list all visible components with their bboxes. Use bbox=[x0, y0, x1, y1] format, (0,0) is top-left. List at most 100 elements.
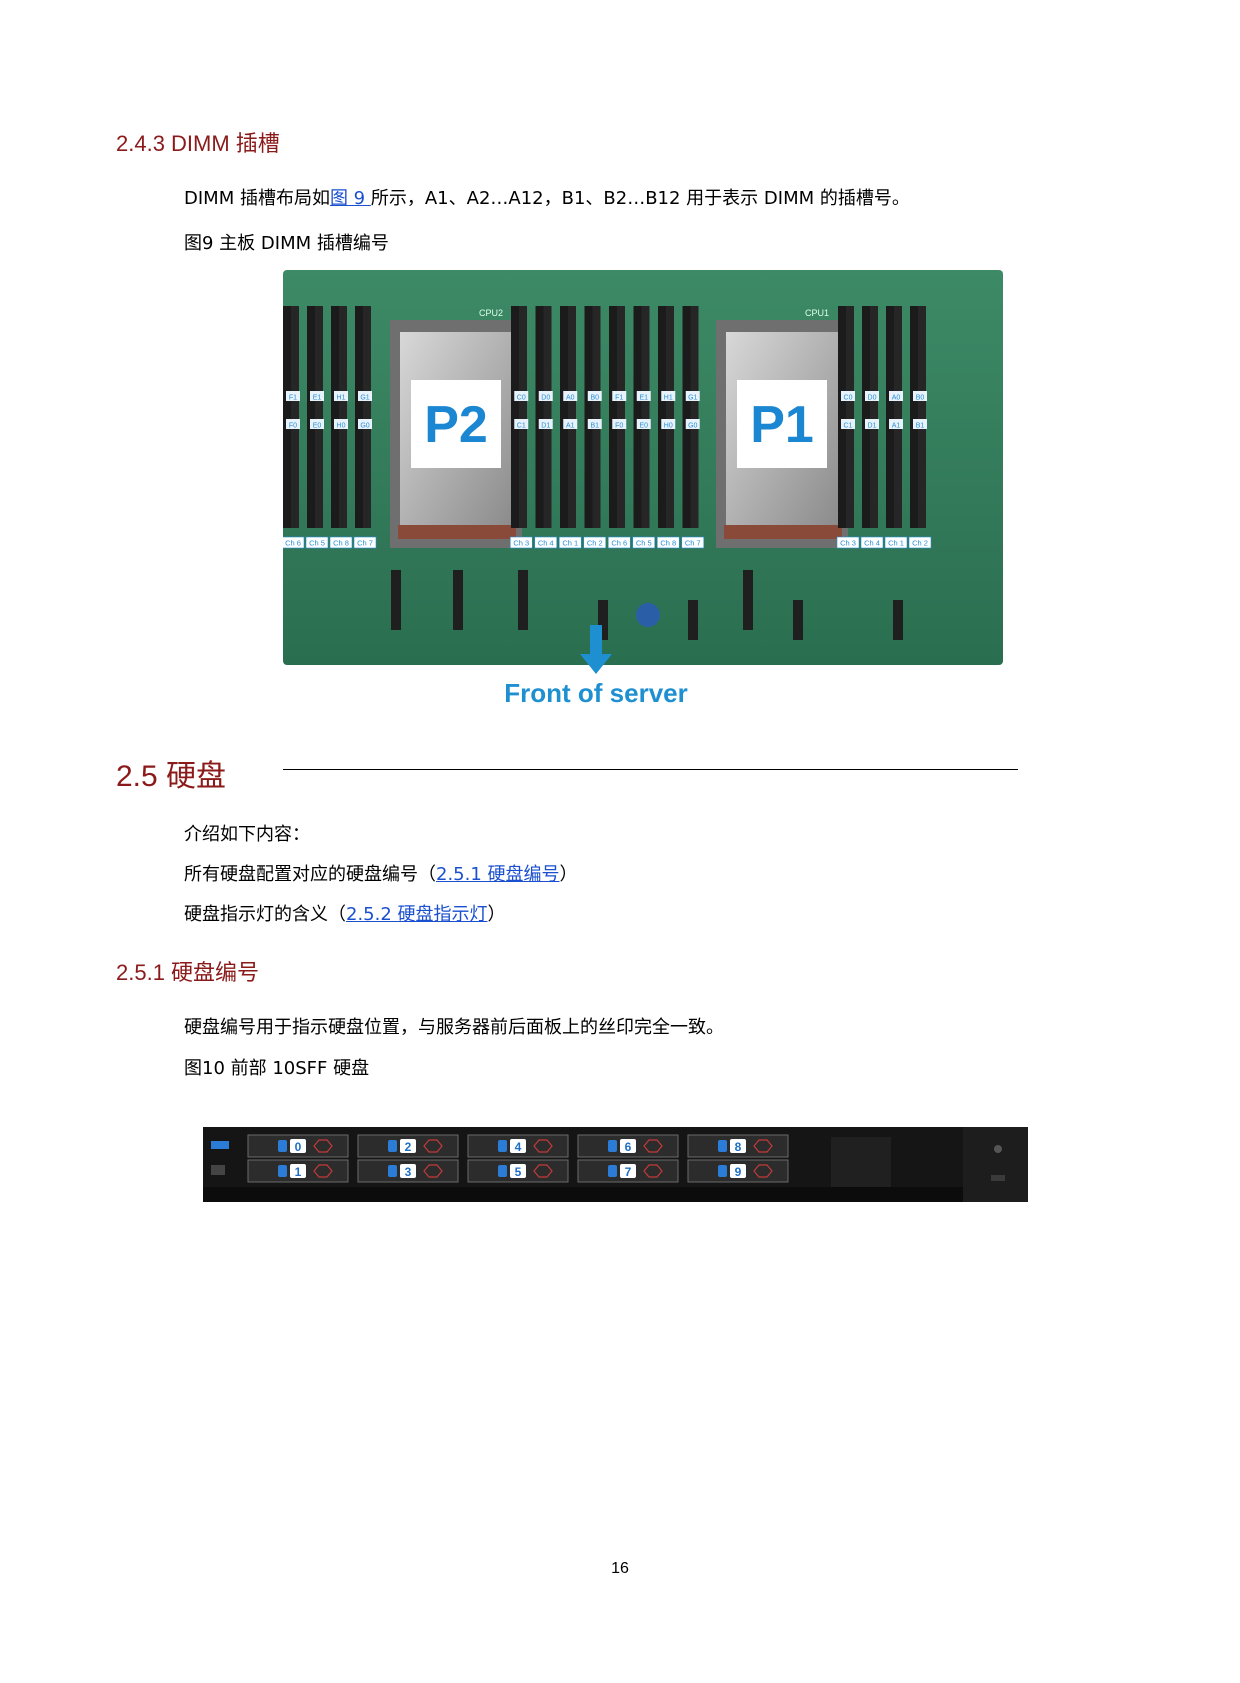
channel-label-left-1: Ch 5 bbox=[309, 539, 325, 548]
channel-label-mid-3: Ch 2 bbox=[587, 539, 603, 548]
front-arrow-icon bbox=[580, 654, 612, 674]
slot-label-box bbox=[661, 419, 676, 429]
list-item-1-pre: 所有硬盘配置对应的硬盘编号（ bbox=[184, 864, 436, 885]
drive-number-box bbox=[510, 1139, 526, 1153]
drive-icon bbox=[718, 1165, 727, 1177]
dimm-slot bbox=[543, 306, 552, 528]
slot-label-left-top-1: E1 bbox=[313, 395, 322, 402]
drive-numbering-paragraph: 硬盘编号用于指示硬盘位置，与服务器前后面板上的丝印完全一致。 bbox=[184, 1017, 724, 1038]
dimm-paragraph: DIMM 插槽布局如图 9 所示，A1、A2…A12，B1、B2…B12 用于表… bbox=[184, 184, 910, 210]
channel-label-right-3: Ch 2 bbox=[912, 539, 928, 548]
figure-9-caption: 图9 主板 DIMM 插槽编号 bbox=[184, 233, 389, 254]
drive-latch-icon bbox=[313, 1139, 333, 1153]
section-heading-2-5: 2.5 硬盘 bbox=[116, 760, 227, 793]
slot-label-mid-bot-3: B1 bbox=[590, 423, 599, 430]
cpu-p1-label: P1 bbox=[750, 396, 814, 454]
drive-latch-icon bbox=[643, 1164, 663, 1178]
drive-icon bbox=[498, 1165, 507, 1177]
slot-label-box bbox=[286, 391, 300, 401]
drive-latch-icon bbox=[313, 1164, 333, 1178]
drive-icon bbox=[278, 1165, 287, 1177]
slot-label-box bbox=[685, 391, 700, 401]
drive-icon bbox=[278, 1140, 287, 1152]
section-heading-2-5-1: 2.5.1 硬盘编号 bbox=[116, 960, 260, 985]
channel-label-right-1: Ch 4 bbox=[864, 539, 880, 548]
cpu-socket-p2: P2 CPU2 bbox=[390, 308, 522, 548]
drive-number-bottom-4: 9 bbox=[735, 1165, 742, 1179]
figure-9-link[interactable]: 图 9 bbox=[329, 188, 371, 209]
dimm-paragraph-post: 所示，A1、A2…A12，B1、B2…B12 用于表示 DIMM 的插槽号。 bbox=[370, 188, 910, 209]
drive-icon bbox=[608, 1165, 617, 1177]
front-of-server-label: Front of server bbox=[504, 678, 688, 708]
channel-label-right-0: Ch 3 bbox=[840, 539, 856, 548]
drive-icon bbox=[608, 1140, 617, 1152]
channel-label-box bbox=[836, 536, 860, 549]
link-2-5-2[interactable]: 2.5.2 硬盘指示灯 bbox=[346, 904, 488, 925]
dimm-slot bbox=[862, 306, 870, 528]
drive-icon bbox=[498, 1140, 507, 1152]
slot-label-right-top-2: A0 bbox=[892, 395, 901, 402]
slot-label-box bbox=[563, 419, 578, 429]
page-number: 16 bbox=[611, 1560, 629, 1577]
slot-label-right-top-1: D0 bbox=[868, 395, 877, 402]
dimm-slot bbox=[363, 306, 371, 528]
dimm-paragraph-pre: DIMM 插槽布局如 bbox=[184, 188, 330, 209]
dimm-slot bbox=[315, 306, 323, 528]
channel-label-box bbox=[353, 536, 377, 549]
drive-number-box bbox=[730, 1164, 746, 1178]
dimm-slot bbox=[633, 306, 642, 528]
dimm-slot bbox=[331, 306, 339, 528]
list-item-drive-leds: 硬盘指示灯的含义（2.5.2 硬盘指示灯） bbox=[184, 900, 506, 926]
slot-label-mid-top-0: C0 bbox=[517, 395, 526, 402]
slot-label-mid-bot-5: E0 bbox=[639, 423, 648, 430]
drive-number-box bbox=[290, 1164, 306, 1178]
channel-label-box bbox=[681, 536, 705, 549]
link-2-5-1[interactable]: 2.5.1 硬盘编号 bbox=[436, 864, 560, 885]
drive-number-box bbox=[510, 1164, 526, 1178]
channel-label-left-0: Ch 6 bbox=[285, 539, 301, 548]
channel-label-box bbox=[305, 536, 329, 549]
slot-label-mid-bot-0: C1 bbox=[517, 423, 526, 430]
intro-text: 介绍如下内容： bbox=[184, 824, 310, 845]
dimm-slot bbox=[291, 306, 299, 528]
list-item-1-post: ） bbox=[559, 864, 578, 885]
front-arrow-shaft bbox=[590, 625, 602, 655]
slot-label-mid-bot-6: H0 bbox=[664, 423, 673, 430]
slot-label-left-bot-2: H0 bbox=[337, 423, 346, 430]
slot-label-box bbox=[865, 419, 879, 429]
dimm-slot bbox=[641, 306, 650, 528]
channel-label-box bbox=[632, 536, 656, 549]
dimm-slot bbox=[690, 306, 699, 528]
channel-label-mid-7: Ch 7 bbox=[685, 539, 701, 548]
slot-label-box bbox=[334, 419, 348, 429]
channel-label-box bbox=[329, 536, 353, 549]
dimm-slot bbox=[535, 306, 544, 528]
channel-label-mid-1: Ch 4 bbox=[538, 539, 554, 548]
dimm-slot bbox=[592, 306, 601, 528]
channel-label-right-2: Ch 1 bbox=[888, 539, 904, 548]
slot-label-right-bot-0: C1 bbox=[844, 423, 853, 430]
slot-label-box bbox=[841, 391, 855, 401]
slot-label-right-top-3: B0 bbox=[916, 395, 925, 402]
slot-label-left-top-3: G1 bbox=[360, 395, 369, 402]
slot-label-mid-top-2: A0 bbox=[566, 395, 575, 402]
cpu-socket-p1: P1 CPU1 bbox=[716, 308, 848, 548]
slot-label-box bbox=[358, 419, 372, 429]
slot-label-box bbox=[538, 391, 553, 401]
slot-label-box bbox=[358, 391, 372, 401]
slot-label-box bbox=[685, 419, 700, 429]
slot-label-box bbox=[661, 391, 676, 401]
slot-label-left-top-0: F1 bbox=[289, 395, 297, 402]
slot-label-box bbox=[889, 391, 903, 401]
channel-label-mid-6: Ch 8 bbox=[660, 539, 676, 548]
slot-label-left-bot-1: E0 bbox=[313, 423, 322, 430]
slot-label-left-top-2: H1 bbox=[337, 395, 346, 402]
drive-icon bbox=[388, 1140, 397, 1152]
drive-latch-icon bbox=[643, 1139, 663, 1153]
slot-label-box bbox=[514, 419, 529, 429]
